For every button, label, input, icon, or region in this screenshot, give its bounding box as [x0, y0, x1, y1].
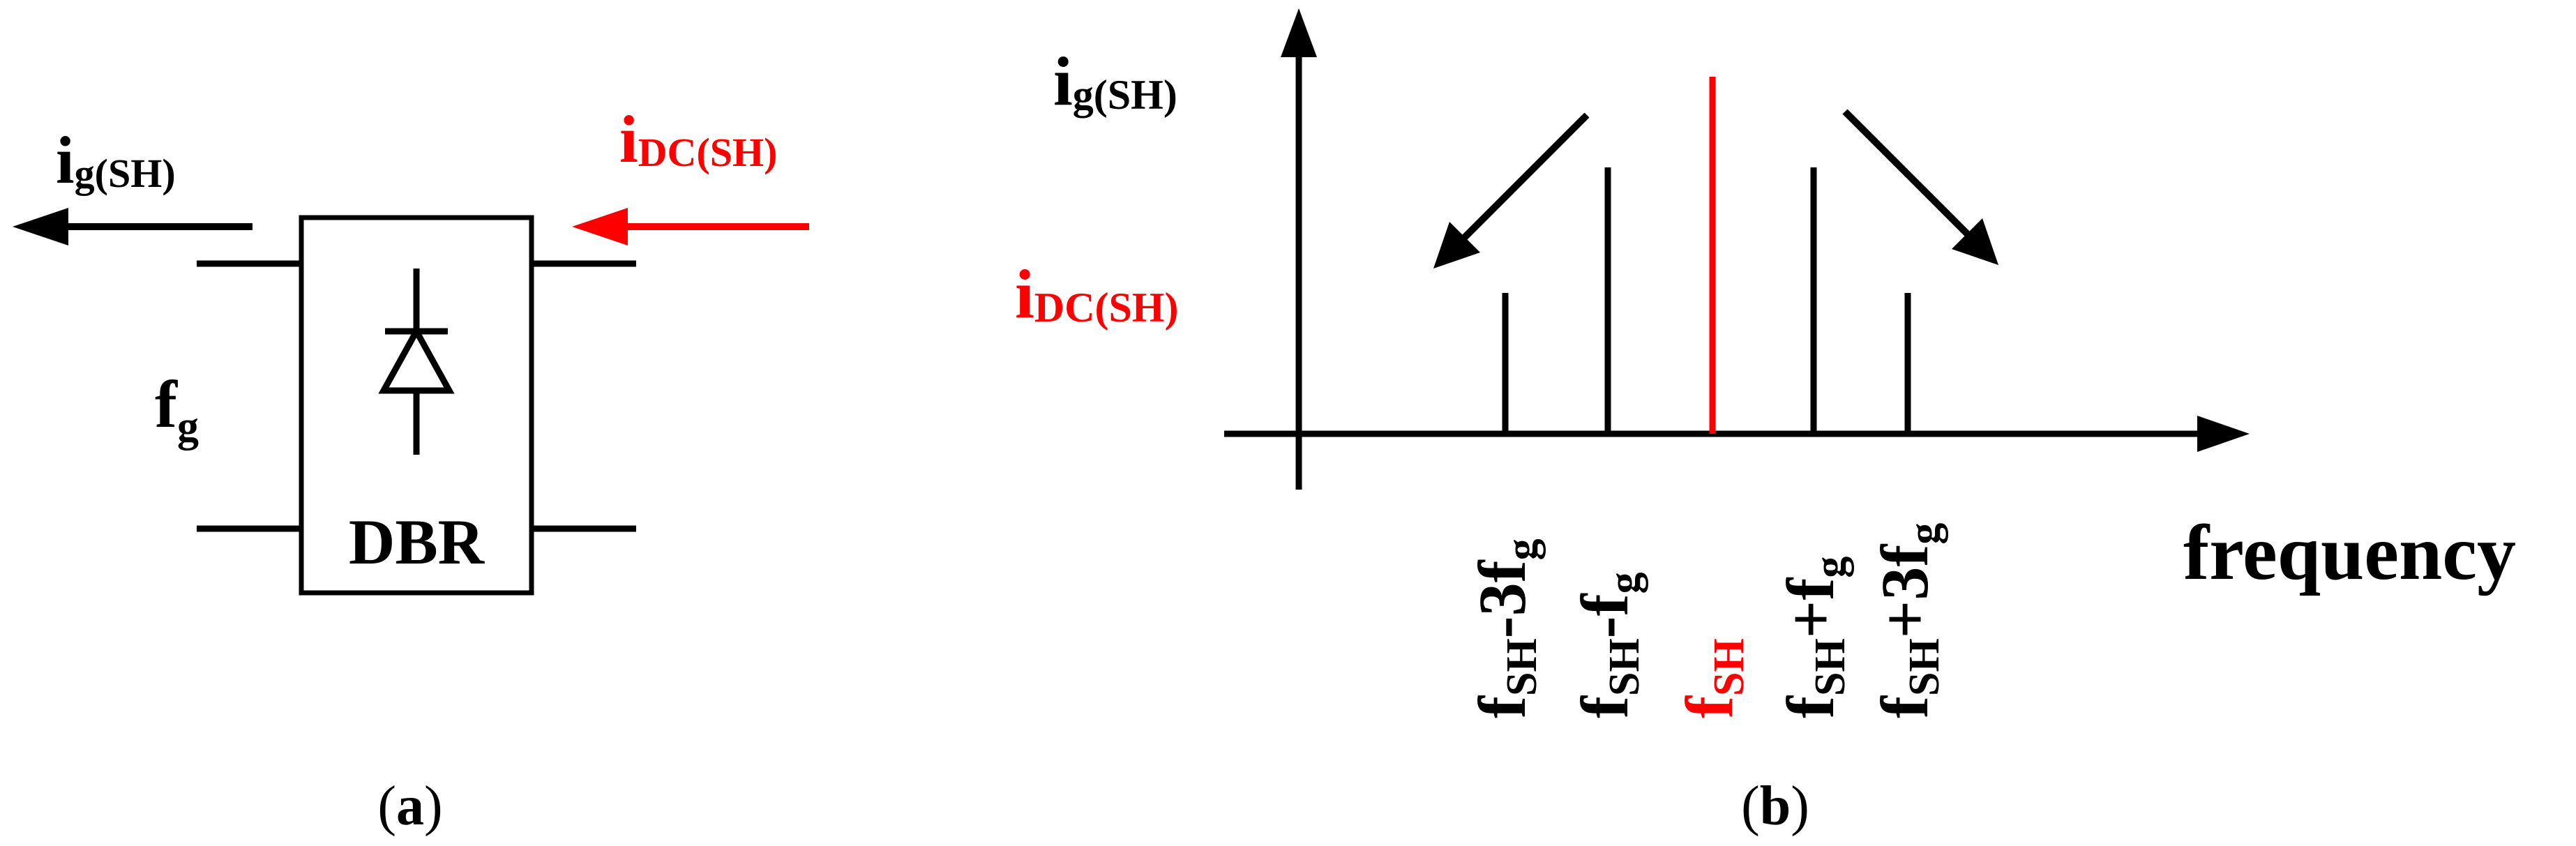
grid-frequency-label: fg: [155, 367, 199, 451]
harmonic-current-label: ig(SH): [1053, 43, 1177, 120]
diode-icon: [378, 269, 455, 455]
output-current-label: ig(SH): [56, 123, 176, 197]
panel-b: ig(SH) iDC(SH) frequency fSH-3fgfSH-fgfS…: [1015, 8, 2516, 837]
x-axis-label: frequency: [2183, 510, 2516, 596]
x-axis: [1224, 416, 2250, 452]
tick-label: fSH-fg: [1567, 572, 1648, 718]
dc-current-level-label: iDC(SH): [1015, 255, 1178, 333]
output-current-arrow: [13, 208, 253, 246]
tick-label: fSH-3fg: [1465, 538, 1546, 718]
y-axis: [1281, 8, 1317, 490]
decay-arrow-right: [1842, 109, 1998, 265]
tick-label: fSH+fg: [1773, 557, 1854, 718]
spectrum-lines: [1502, 77, 1911, 434]
decay-arrow-left: [1433, 112, 1590, 269]
dc-current-label: iDC(SH): [619, 102, 777, 176]
tick-label: fSH+3fg: [1867, 523, 1948, 718]
panel-a: DBR ig(SH) iDC(SH) fg (a): [13, 102, 809, 837]
dc-current-arrow: [572, 208, 809, 246]
tick-label: fSH: [1672, 638, 1753, 718]
caption-a: (a): [377, 776, 442, 837]
dbr-label: DBR: [349, 506, 485, 577]
caption-b: (b): [1741, 776, 1809, 837]
